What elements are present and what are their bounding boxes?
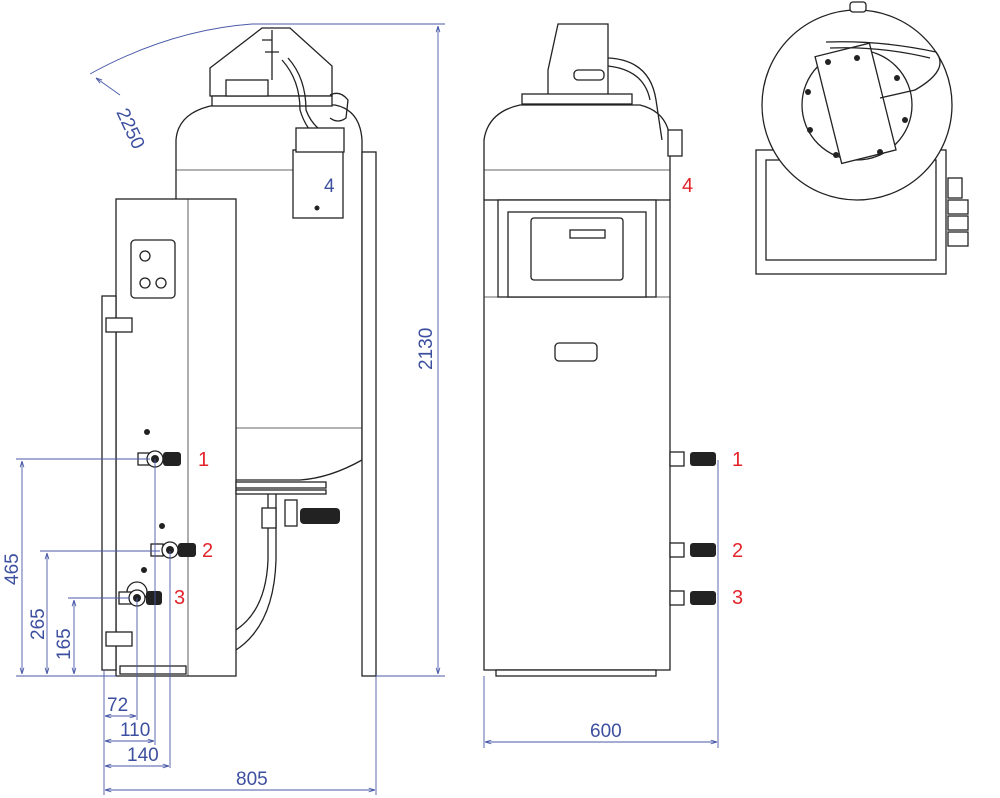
callout-4: 4 [324,176,335,197]
control-panel [130,239,176,299]
dim-72: 72 [107,695,128,716]
front-callouts: 1 2 3 4 [682,175,743,609]
dim-165: 165 [54,628,75,660]
dim-805: 805 [236,769,268,790]
callout-2: 2 [732,540,743,562]
callout-1: 1 [198,449,209,471]
front-connection-1 [669,451,716,467]
callout-1: 1 [732,449,743,471]
top-view [755,1,969,275]
front-handle [554,342,598,362]
top-bracket [209,27,333,97]
dim-110: 110 [120,720,150,741]
dim-2130: 2130 [416,328,437,370]
dim-265: 265 [28,608,49,640]
dim-600: 600 [590,721,622,742]
front-view [483,23,716,677]
front-connection-3 [669,590,716,606]
front-connection-2 [669,542,716,558]
side-view [101,27,377,677]
dim-2250: 2250 [111,105,148,152]
tank-top [483,104,671,200]
callout-3: 3 [732,587,743,609]
front-dimensions: 600 [483,460,719,748]
tank-body [175,104,363,481]
connection-1 [137,429,181,468]
connection-2 [150,523,196,559]
side-callouts: 1 2 3 4 [174,176,335,609]
callout-2: 2 [202,540,213,562]
dim-465: 465 [2,553,23,585]
dim-140: 140 [127,745,159,766]
callout-4: 4 [682,175,693,197]
callout-3: 3 [174,587,185,609]
